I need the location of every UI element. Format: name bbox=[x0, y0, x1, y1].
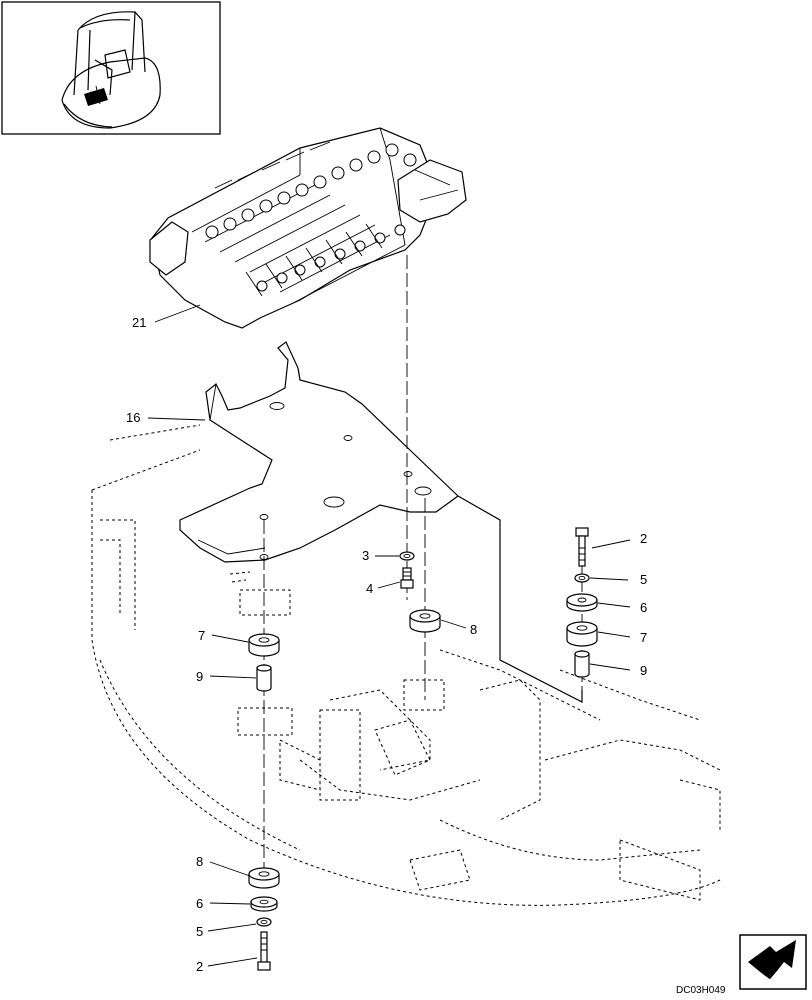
callout-sleeve-left: 9 bbox=[196, 669, 203, 684]
callout-bolt-top-right: 2 bbox=[640, 531, 647, 546]
callout-mount-bottom: 8 bbox=[196, 854, 203, 869]
callout-mount-center: 8 bbox=[470, 622, 477, 637]
mount-center bbox=[409, 609, 441, 633]
callout-washer-bottom: 5 bbox=[196, 924, 203, 939]
sleeve-top-right bbox=[574, 650, 590, 678]
assembly-centerlines bbox=[263, 255, 583, 870]
callout-washer-center: 3 bbox=[362, 548, 369, 563]
bolt-top-right bbox=[575, 527, 589, 567]
washer-top-right bbox=[574, 573, 590, 583]
callout-bolt-bottom: 2 bbox=[196, 959, 203, 974]
callout-bracket: 16 bbox=[126, 410, 140, 425]
callout-plate-washer-bottom: 6 bbox=[196, 896, 203, 911]
mount-left bbox=[248, 633, 280, 657]
next-page-arrow-icon[interactable] bbox=[739, 934, 807, 990]
drawing-code: DC03H049 bbox=[676, 985, 726, 996]
excavator-locator-icon bbox=[1, 1, 221, 135]
control-valve-block bbox=[149, 127, 467, 329]
mount-top-right bbox=[566, 621, 598, 647]
plate-washer-bottom bbox=[250, 896, 278, 912]
bolt-center bbox=[400, 567, 414, 589]
callout-washer-top-right: 5 bbox=[640, 572, 647, 587]
callout-mount-left: 7 bbox=[198, 628, 205, 643]
callout-sleeve-top-right: 9 bbox=[640, 663, 647, 678]
washer-center bbox=[399, 551, 415, 561]
callouts: 21 16 2 5 6 7 9 3 4 8 7 9 8 6 5 2 bbox=[126, 315, 647, 974]
callout-bolt-center: 4 bbox=[366, 581, 373, 596]
callout-valve-block: 21 bbox=[132, 315, 146, 330]
callout-mount-top-right: 7 bbox=[640, 630, 647, 645]
leader-lines bbox=[147, 304, 631, 967]
mounting-bracket bbox=[179, 341, 459, 563]
mount-bottom bbox=[248, 867, 280, 889]
machine-frame-outline bbox=[91, 424, 721, 906]
bolt-bottom bbox=[257, 931, 271, 971]
washer-bottom bbox=[256, 917, 272, 927]
callout-plate-washer-top-right: 6 bbox=[640, 600, 647, 615]
plate-washer-top-right bbox=[566, 593, 598, 612]
sleeve-left bbox=[256, 664, 272, 692]
